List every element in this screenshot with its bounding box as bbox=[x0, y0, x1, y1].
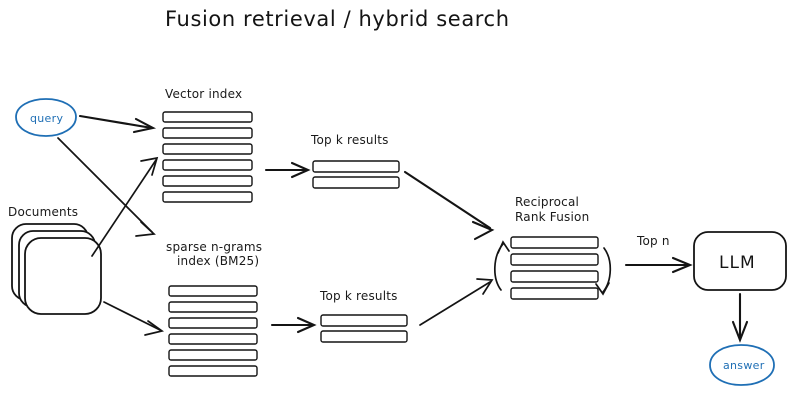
node-topk-vector[interactable] bbox=[312, 160, 400, 189]
node-sparse-index[interactable] bbox=[168, 285, 258, 377]
document-sheet-front bbox=[24, 237, 102, 315]
node-llm[interactable]: LLM bbox=[693, 231, 787, 291]
edge-topk-sparse-to-rrf bbox=[419, 278, 494, 326]
page-title: Fusion retrieval / hybrid search bbox=[165, 7, 510, 31]
node-answer[interactable]: answer bbox=[709, 344, 775, 386]
node-documents[interactable] bbox=[11, 223, 102, 315]
node-query-label: query bbox=[30, 112, 63, 125]
edge-vector-index-to-topk bbox=[264, 161, 311, 179]
sparse-index-bar bbox=[168, 365, 258, 377]
vector-index-bar bbox=[162, 159, 253, 171]
rrf-bar bbox=[510, 270, 599, 283]
node-topk-sparse[interactable] bbox=[320, 314, 408, 343]
query-ellipse-outline bbox=[15, 98, 77, 137]
sparse-index-bar bbox=[168, 349, 258, 361]
llm-box-outline bbox=[693, 231, 787, 291]
sparse-index-bar bbox=[168, 333, 258, 345]
vector-index-bar bbox=[162, 175, 253, 187]
sparse-index-bar bbox=[168, 317, 258, 329]
node-llm-label: LLM bbox=[719, 253, 756, 273]
node-rrf-label-line1: Reciprocal bbox=[515, 195, 579, 209]
vector-index-bar bbox=[162, 191, 253, 203]
topk-sparse-bar bbox=[320, 330, 408, 343]
node-query[interactable]: query bbox=[15, 98, 77, 137]
edge-topk-vector-to-rrf bbox=[403, 170, 495, 241]
answer-ellipse-outline bbox=[709, 344, 775, 386]
node-vector-index[interactable] bbox=[162, 111, 253, 203]
edge-llm-to-answer bbox=[731, 292, 749, 343]
topk-vector-bar bbox=[312, 176, 400, 189]
edge-rrf-to-llm bbox=[624, 256, 693, 274]
node-documents-label: Documents bbox=[8, 205, 78, 219]
topk-sparse-bar bbox=[320, 314, 408, 327]
edge-documents-to-sparse-index bbox=[103, 301, 165, 336]
edge-label-top-n: Top n bbox=[636, 234, 670, 248]
node-sparse-index-label-line2: index (BM25) bbox=[177, 254, 259, 268]
node-reciprocal-rank-fusion[interactable] bbox=[510, 236, 599, 300]
node-sparse-index-label-line1: sparse n-grams bbox=[166, 240, 262, 254]
sparse-index-bar bbox=[168, 301, 258, 313]
node-vector-index-label: Vector index bbox=[165, 87, 242, 101]
node-rrf-label-line2: Rank Fusion bbox=[515, 210, 589, 224]
vector-index-bar bbox=[162, 143, 253, 155]
edge-query-to-vector-index bbox=[78, 114, 157, 134]
node-topk-vector-label: Top k results bbox=[310, 133, 389, 147]
rrf-rerank-loop-left-icon bbox=[494, 240, 510, 291]
vector-index-bar bbox=[162, 127, 253, 139]
edge-documents-to-vector-index bbox=[91, 156, 159, 257]
rrf-bar bbox=[510, 236, 599, 249]
vector-index-bar bbox=[162, 111, 253, 123]
node-topk-sparse-label: Top k results bbox=[319, 289, 398, 303]
edge-query-to-sparse-index bbox=[57, 137, 156, 237]
sparse-index-bar bbox=[168, 285, 258, 297]
topk-vector-bar bbox=[312, 160, 400, 173]
edge-sparse-index-to-topk bbox=[270, 316, 317, 334]
rrf-bar bbox=[510, 253, 599, 266]
rrf-bar bbox=[510, 287, 599, 300]
rrf-rerank-loop-right-icon bbox=[595, 247, 612, 296]
node-answer-label: answer bbox=[723, 359, 765, 372]
